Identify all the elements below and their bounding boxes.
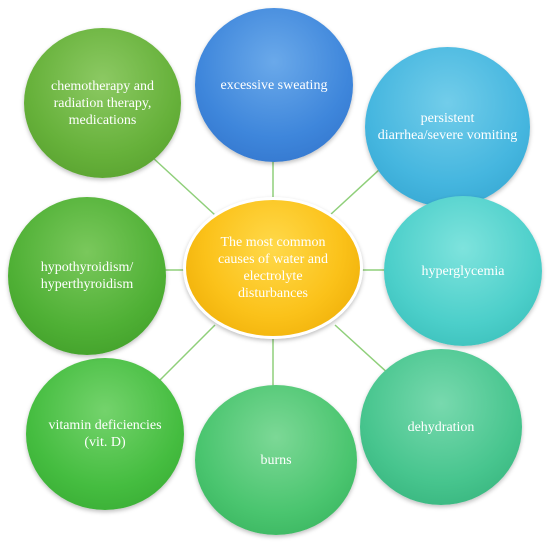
cause-node-diarrhea-vomiting: persistent diarrhea/severe vomiting — [365, 47, 530, 207]
cause-node-vitamin-deficiencies: vitamin deficiencies (vit. D) — [26, 358, 184, 510]
center-node: The most common causes of water and elec… — [183, 197, 363, 339]
cause-label: chemotherapy and radiation therapy, medi… — [50, 78, 154, 128]
cause-label: vitamin deficiencies (vit. D) — [48, 418, 162, 450]
cause-node-chemotherapy: chemotherapy and radiation therapy, medi… — [24, 28, 181, 178]
cause-node-dehydration: dehydration — [360, 349, 522, 505]
cause-node-burns: burns — [195, 385, 357, 535]
connector-botleft — [159, 324, 216, 381]
connector-botright — [334, 324, 391, 376]
cause-node-excessive-sweating: excessive sweating — [195, 8, 353, 162]
cause-label: persistent diarrhea/severe vomiting — [377, 111, 518, 143]
cause-label: excessive sweating — [220, 77, 328, 93]
cause-label: dehydration — [407, 419, 475, 435]
cause-label: hyperglycemia — [421, 263, 505, 279]
cause-node-thyroid: hypothyroidism/ hyperthyroidism — [8, 197, 166, 355]
cause-label: hypothyroidism/ hyperthyroidism — [40, 260, 134, 292]
cause-label: burns — [260, 452, 292, 468]
cause-node-hyperglycemia: hyperglycemia — [384, 196, 542, 346]
connector-topleft — [151, 156, 216, 216]
center-label: The most common causes of water and elec… — [217, 235, 328, 301]
